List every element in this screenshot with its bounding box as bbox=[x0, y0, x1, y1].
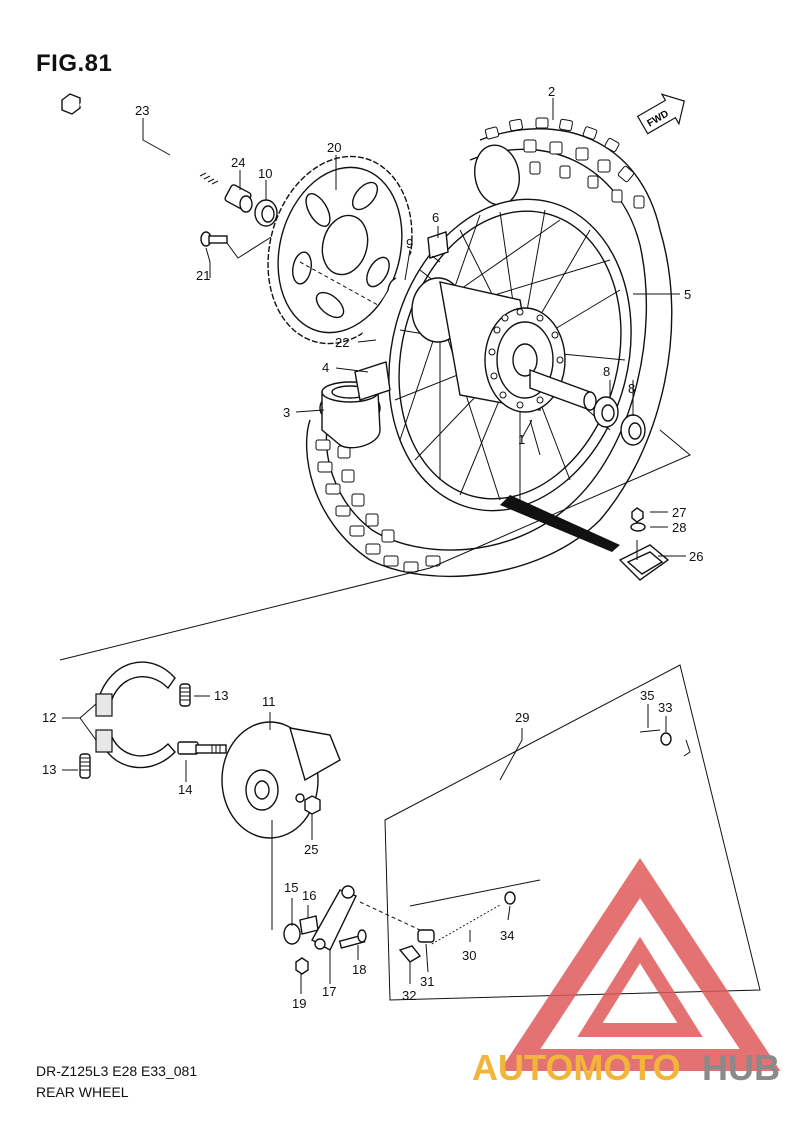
callout-4: 4 bbox=[322, 360, 329, 375]
callout-6: 6 bbox=[432, 210, 439, 225]
callout-34: 34 bbox=[500, 928, 514, 943]
watermark-text-part2: HUB bbox=[702, 1047, 780, 1088]
brake-shoe-spring-lower bbox=[79, 753, 91, 779]
rear-hub bbox=[411, 277, 566, 413]
callout-25: 25 bbox=[304, 842, 318, 857]
callout-13b: 13 bbox=[42, 762, 56, 777]
lever-nut bbox=[295, 957, 309, 975]
callout-23: 23 bbox=[135, 103, 149, 118]
axle bbox=[61, 93, 219, 188]
callout-2: 2 bbox=[548, 84, 555, 99]
callout-5: 5 bbox=[684, 287, 691, 302]
rim-lock bbox=[618, 540, 670, 581]
brake-rod bbox=[431, 739, 691, 891]
callout-19: 19 bbox=[292, 996, 306, 1011]
callout-26: 26 bbox=[689, 549, 703, 564]
fwd-arrow: FWD bbox=[636, 93, 685, 135]
oil-seal bbox=[254, 199, 278, 227]
callout-33: 33 bbox=[658, 700, 672, 715]
wear-indicator-plate bbox=[299, 915, 319, 935]
figure-title: FIG.81 bbox=[36, 50, 113, 77]
brake-panel-nut bbox=[304, 795, 321, 815]
brake-cam bbox=[177, 741, 227, 755]
callout-27: 27 bbox=[672, 505, 686, 520]
brake-shoes bbox=[95, 661, 176, 769]
rim-lock-washer bbox=[630, 522, 646, 532]
rod-joint bbox=[417, 929, 435, 943]
model-code: DR-Z125L3 E28 E33_081 bbox=[36, 1063, 198, 1079]
brake-panel bbox=[221, 721, 341, 839]
callout-14: 14 bbox=[178, 782, 192, 797]
leader-lines-lower bbox=[62, 695, 667, 994]
cotter-pin bbox=[639, 729, 661, 733]
rod-group-box bbox=[384, 664, 761, 1001]
callout-20: 20 bbox=[327, 140, 341, 155]
collar bbox=[224, 184, 253, 213]
callout-1: 1 bbox=[518, 432, 525, 447]
callout-21: 21 bbox=[196, 268, 210, 283]
callout-35: 35 bbox=[640, 688, 654, 703]
brake-cam-lever bbox=[311, 885, 357, 951]
wheel-bearing-2 bbox=[620, 414, 646, 446]
callout-29: 29 bbox=[515, 710, 529, 725]
callout-18: 18 bbox=[352, 962, 366, 977]
callout-8b: 8 bbox=[628, 381, 635, 396]
rim-lock-nut bbox=[631, 507, 644, 523]
callout-15: 15 bbox=[284, 880, 298, 895]
brake-shoe-spring-upper bbox=[179, 683, 191, 707]
rod-adjuster-nut bbox=[398, 945, 422, 963]
callout-9: 9 bbox=[406, 236, 413, 251]
cam-seal bbox=[283, 923, 301, 945]
callout-10: 10 bbox=[258, 166, 272, 181]
rod-washer-34 bbox=[504, 891, 516, 905]
callout-30: 30 bbox=[462, 948, 476, 963]
callout-11: 11 bbox=[262, 694, 276, 709]
callout-22: 22 bbox=[335, 335, 349, 350]
callout-31: 31 bbox=[420, 974, 434, 989]
brake-rod-spring bbox=[429, 903, 501, 947]
rim-lock-pointer bbox=[500, 495, 620, 552]
callout-32: 32 bbox=[402, 988, 416, 1003]
lever-bolt bbox=[338, 929, 367, 949]
watermark-text-part1: AUTOMOTO bbox=[472, 1047, 681, 1088]
callout-24: 24 bbox=[231, 155, 245, 170]
callout-3: 3 bbox=[283, 405, 290, 420]
sprocket-bolt bbox=[200, 231, 277, 259]
callout-13a: 13 bbox=[214, 688, 228, 703]
watermark-logo bbox=[499, 858, 781, 1071]
spoke-nipple bbox=[427, 231, 449, 263]
leader-lines-upper bbox=[142, 98, 686, 557]
rod-washer-33 bbox=[660, 732, 672, 746]
diagram-name: REAR WHEEL bbox=[36, 1084, 129, 1100]
wheel-bearing-1 bbox=[593, 396, 619, 428]
callout-28: 28 bbox=[672, 520, 686, 535]
callout-17: 17 bbox=[322, 984, 336, 999]
callout-12: 12 bbox=[42, 710, 56, 725]
hub-spacer bbox=[529, 368, 597, 412]
callout-8a: 8 bbox=[603, 364, 610, 379]
rear-sprocket bbox=[267, 155, 413, 345]
callout-16: 16 bbox=[302, 888, 316, 903]
spoke-set bbox=[529, 419, 541, 456]
